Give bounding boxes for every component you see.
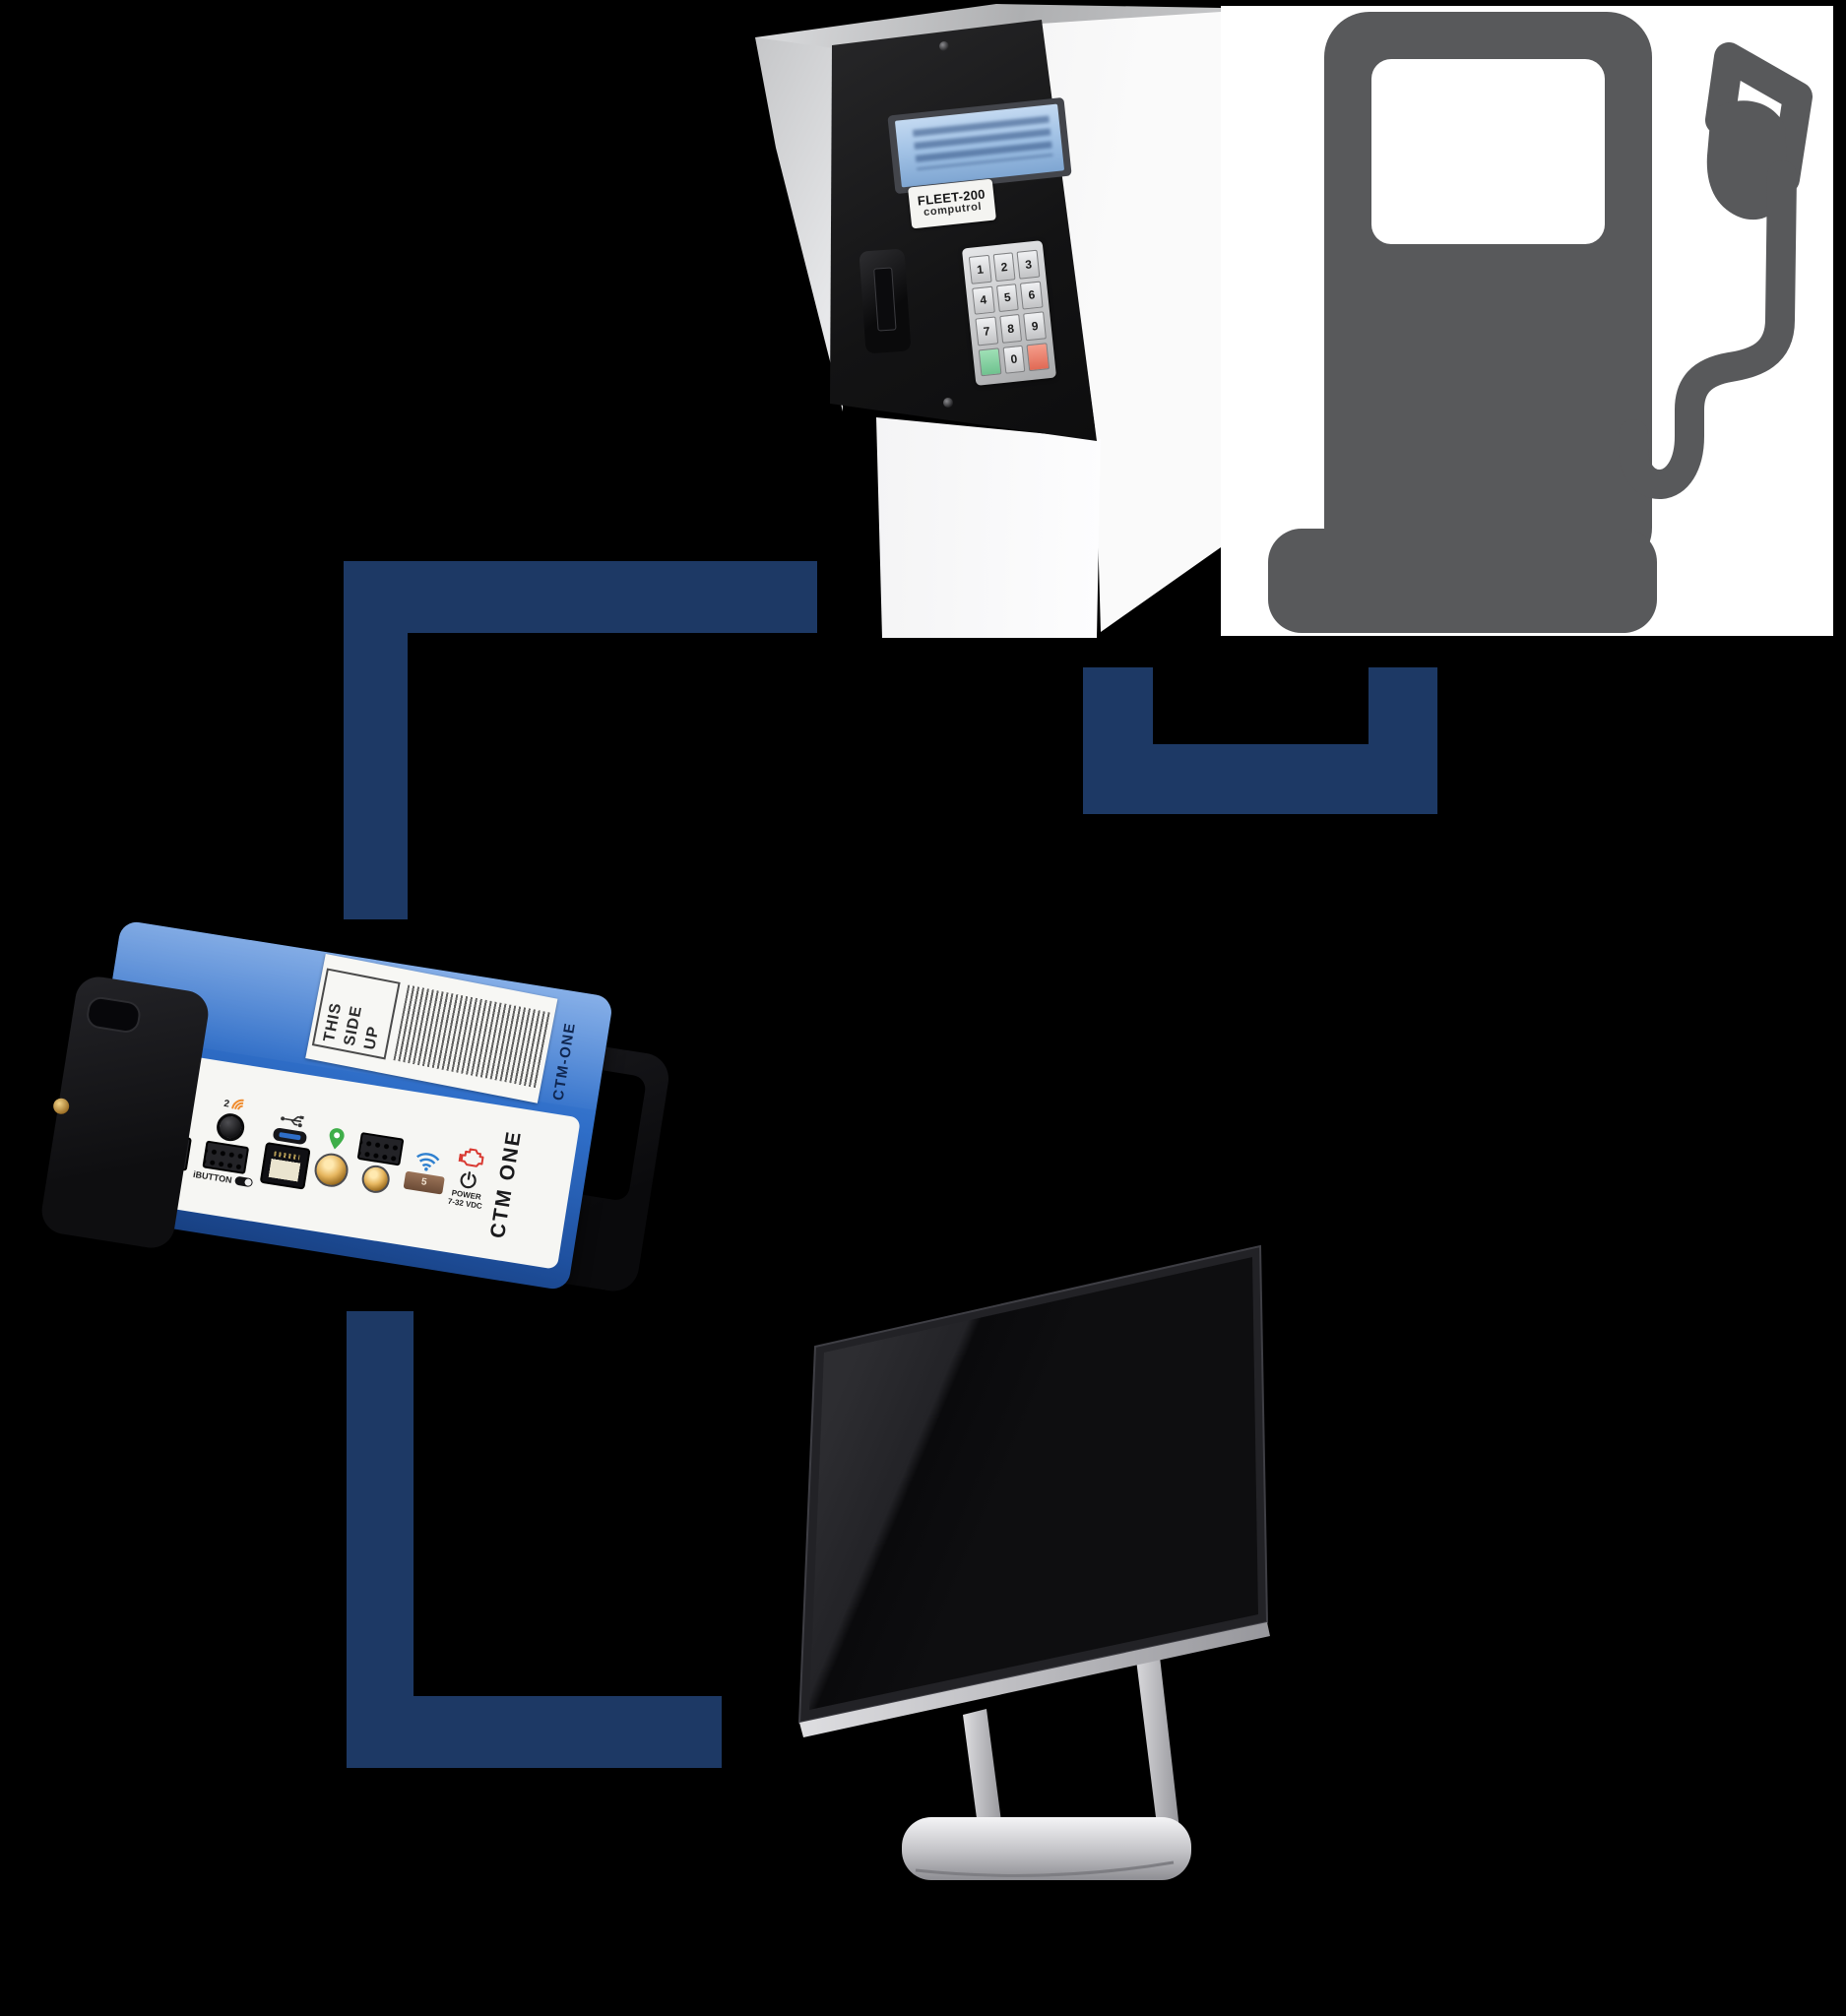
fuse-rating-text: 5 <box>420 1176 428 1188</box>
keypad-key: 4 <box>972 285 995 315</box>
keypad-key: 1 <box>968 254 992 284</box>
keypad-key-enter <box>978 346 1002 377</box>
monitor-base <box>902 1817 1191 1880</box>
pump-nozzle-handle <box>1705 42 1813 194</box>
pin-connector-icon <box>356 1131 405 1166</box>
fuel-terminal-photo: FLEET-200 computrol 1 2 3 4 5 6 7 8 9 0 <box>750 0 1221 638</box>
keypad-key: 9 <box>1023 311 1047 341</box>
monitor-chin <box>799 1622 1270 1737</box>
gas-pump-panel <box>1221 6 1833 636</box>
monitor-stand-leg-right <box>1132 1622 1179 1833</box>
pump-screen <box>1371 59 1605 244</box>
keypad-key: 0 <box>1002 345 1026 374</box>
connector-terminal-to-ctm-horizontal <box>344 561 817 633</box>
micro-usb-port <box>272 1126 308 1145</box>
keypad-key: 2 <box>992 252 1016 282</box>
engine-icon <box>458 1148 484 1167</box>
monitor-stand-leg-left <box>963 1709 1002 1833</box>
screw-icon <box>943 398 953 408</box>
ctm-one-vertical-label: CTM ONE <box>486 1128 527 1240</box>
keypad-key: 8 <box>998 313 1023 344</box>
terminal-model-badge: FLEET-200 computrol <box>908 178 996 229</box>
cell-group <box>352 1131 405 1195</box>
usb-icon <box>281 1115 304 1127</box>
ibutton-label: iBUTTON <box>192 1168 233 1185</box>
terminal-pedestal <box>876 417 1101 638</box>
ctm-device-photo: THIS SIDE UP CTM-ONE cypress solutions 1 <box>38 919 672 1309</box>
connector-pump-bottom-bar <box>1083 744 1437 814</box>
wifi-icon <box>415 1152 440 1171</box>
pump-base <box>1268 529 1657 633</box>
keypad-key-cancel <box>1026 342 1050 372</box>
screw-icon <box>939 41 949 51</box>
keypad-key: 3 <box>1016 249 1041 280</box>
ibutton-toggle-icon <box>233 1175 254 1188</box>
fuse-holder: 5 <box>403 1170 445 1195</box>
this-side-up-text: THIS SIDE UP <box>311 968 401 1060</box>
sma-connector-icon <box>312 1150 350 1189</box>
wifi-fuse-group: 5 <box>403 1148 448 1195</box>
connector-ctm-to-monitor-horizontal <box>347 1696 722 1768</box>
terminal-keypad: 1 2 3 4 5 6 7 8 9 0 <box>961 240 1057 386</box>
engine-power-group: POWER 7-32 VDC <box>447 1145 491 1212</box>
connector-ctm-to-monitor-vertical <box>347 1311 414 1768</box>
antenna-signal-icon <box>231 1099 244 1110</box>
connector-terminal-to-ctm-vertical <box>344 561 408 919</box>
lcd-screen <box>894 103 1065 188</box>
antenna-group-2: 2 iBUTTON <box>192 1092 265 1188</box>
sma-connector-icon <box>359 1163 392 1195</box>
power-icon <box>460 1171 477 1189</box>
usb-ethernet-group <box>259 1109 316 1190</box>
barcode <box>393 984 551 1089</box>
terminal-card-reader <box>859 248 912 354</box>
pin-connector-icon <box>202 1140 250 1174</box>
pump-hose <box>1619 160 1797 499</box>
gas-pump-icon <box>1268 12 1813 633</box>
keypad-key: 7 <box>975 316 998 346</box>
monitor-screen <box>809 1257 1258 1710</box>
antenna-2-label: 2 <box>223 1098 230 1110</box>
monitor <box>797 1244 1270 1880</box>
gps-group <box>312 1124 354 1189</box>
ethernet-port <box>259 1141 311 1190</box>
location-pin-icon <box>329 1127 345 1149</box>
reset-button-icon <box>215 1110 247 1143</box>
keypad-key: 6 <box>1020 281 1044 310</box>
keypad-key: 5 <box>995 283 1020 313</box>
